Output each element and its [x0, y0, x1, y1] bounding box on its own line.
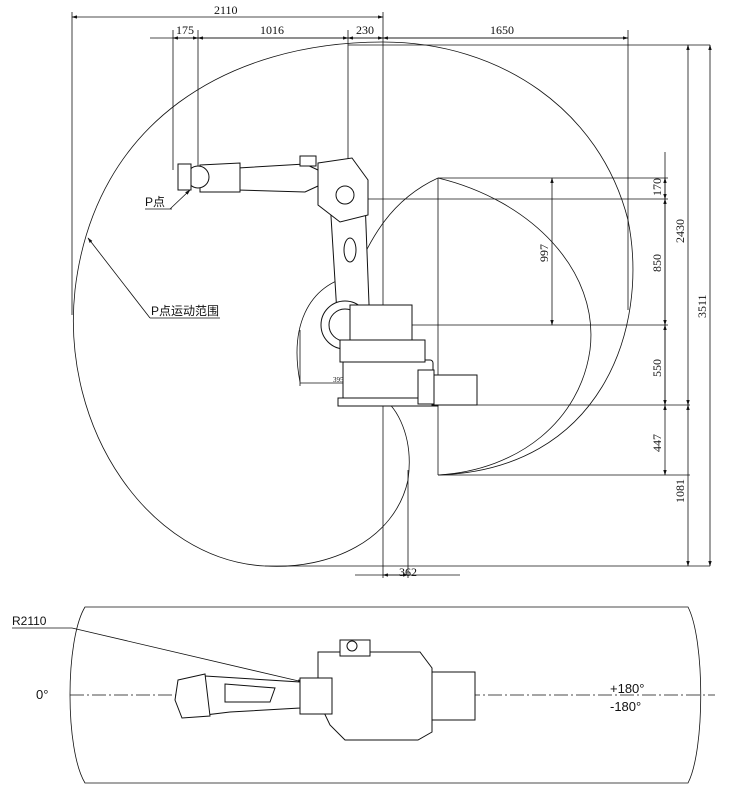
dim-447: 447: [650, 434, 664, 452]
dim-2430: 2430: [673, 219, 687, 243]
dim-3511: 3511: [695, 294, 709, 318]
dim-230: 230: [356, 23, 374, 37]
dim-362: 362: [399, 565, 417, 579]
dim-850: 850: [650, 254, 664, 272]
angle-zero: 0°: [36, 687, 48, 702]
dim-170: 170: [650, 178, 664, 196]
dim-997: 997: [537, 244, 551, 262]
dim-1081: 1081: [673, 479, 687, 503]
side-view-labels: 2110 175 1016 230 1650 170 850 550 447 2…: [145, 3, 709, 579]
angle-positive: +180°: [610, 681, 644, 696]
top-view: [12, 606, 715, 784]
dim-1016: 1016: [260, 23, 284, 37]
top-base-body: [317, 651, 433, 741]
dim-overall-2110: 2110: [214, 3, 238, 17]
counterweight-block: [349, 304, 413, 346]
base-side-block: [431, 374, 478, 406]
inner-envelope-arc: [382, 41, 634, 476]
robot-top-view: [174, 639, 476, 741]
angle-negative: -180°: [610, 699, 641, 714]
radius-label: R2110: [12, 614, 47, 628]
top-view-labels: R2110 0° +180° -180°: [12, 614, 644, 714]
top-wrist: [174, 673, 211, 719]
top-motor-block: [429, 671, 476, 721]
robot-side-view: [177, 155, 478, 407]
inner-envelope-arc-2: [437, 177, 592, 476]
dim-175: 175: [176, 23, 194, 37]
side-view: [71, 12, 712, 578]
p-point-label: P点: [145, 195, 165, 209]
p-point-range-label: P点运动范围: [151, 304, 219, 318]
upper-arm: [237, 163, 319, 193]
tool-flange: [177, 163, 192, 191]
dim-550: 550: [650, 359, 664, 377]
dim-395: 395: [333, 376, 344, 384]
top-view-envelope: [69, 606, 702, 784]
dim-1650: 1650: [490, 23, 514, 37]
